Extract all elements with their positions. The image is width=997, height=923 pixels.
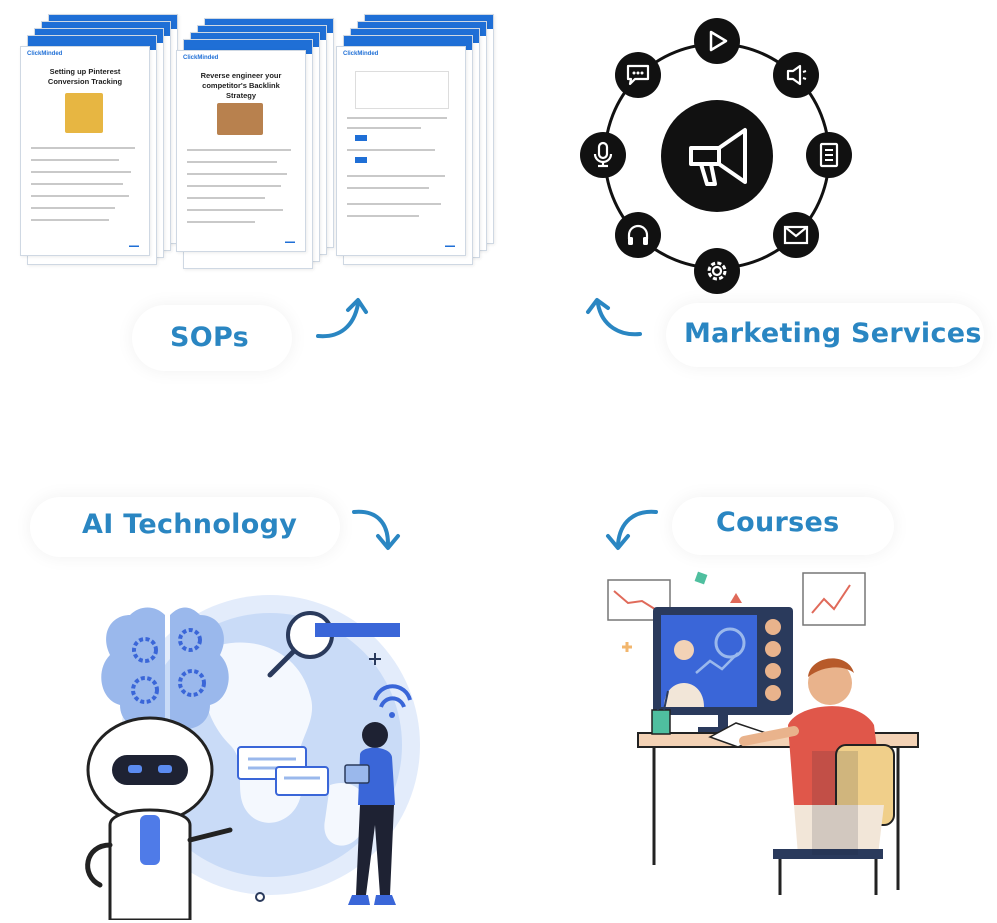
sop-stack-2: ClickMinded Reverse engineer your compet… <box>176 18 336 269</box>
document-brand: ClickMinded <box>27 51 63 57</box>
megaphone-icon <box>661 100 773 212</box>
mail-icon <box>773 212 819 258</box>
sop-stack-1: ClickMinded Setting up Pinterest Convers… <box>20 14 180 265</box>
sop-document-front: ClickMinded Reverse engineer your compet… <box>176 50 306 252</box>
curved-arrow-icon <box>586 298 642 337</box>
curved-arrow-icon <box>316 298 368 339</box>
gear-icon <box>694 248 740 294</box>
courses-label-pill: Courses <box>672 497 894 555</box>
document-thumbnail <box>65 93 103 133</box>
ai-technology-illustration <box>85 595 420 920</box>
sop-document-front: ClickMinded ▬▬ <box>336 46 466 256</box>
ai-technology-label-pill: AI Technology <box>30 497 340 557</box>
play-icon <box>694 18 740 64</box>
ai-technology-label: AI Technology <box>82 509 298 540</box>
document-footer: ▬▬ <box>285 239 295 245</box>
document-title: Reverse engineer your competitor's Backl… <box>200 71 282 100</box>
sops-label-pill: SOPs <box>132 305 292 371</box>
microphone-icon <box>580 132 626 178</box>
document-brand: ClickMinded <box>343 51 379 57</box>
sops-label: SOPs <box>170 322 249 353</box>
document-table <box>355 71 449 109</box>
marketing-services-label: Marketing Services <box>684 318 982 349</box>
courses-label: Courses <box>716 507 840 538</box>
document-footer: ▬▬ <box>129 243 139 249</box>
sop-stack-3: ClickMinded ▬▬ <box>336 14 496 265</box>
sop-document-front: ClickMinded Setting up Pinterest Convers… <box>20 46 150 256</box>
marketing-icon-cycle <box>560 0 870 310</box>
document-footer: ▬▬ <box>445 243 455 249</box>
curved-arrow-icon <box>606 509 658 550</box>
document-brand: ClickMinded <box>183 55 219 61</box>
marketing-services-label-pill: Marketing Services <box>666 303 984 367</box>
courses-illustration <box>607 571 919 895</box>
document-thumbnail <box>217 103 263 135</box>
chat-icon <box>615 52 661 98</box>
speaker-icon <box>773 52 819 98</box>
document-title: Setting up Pinterest Conversion Tracking <box>47 67 123 86</box>
document-icon <box>806 132 852 178</box>
headphones-icon <box>615 212 661 258</box>
curved-arrow-icon <box>352 509 400 550</box>
